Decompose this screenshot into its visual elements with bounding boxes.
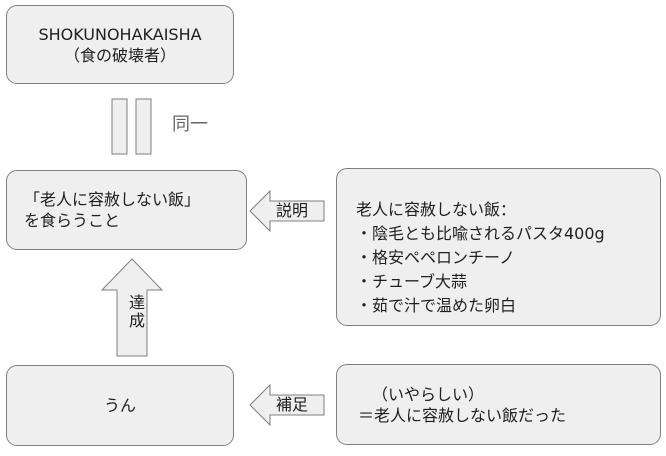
achieve-arrow-label: 達成 (124, 294, 145, 330)
goal-box-line2: を食らうこと (24, 211, 121, 230)
explain-item: ・陰毛とも比喩されるパスタ400g (356, 224, 605, 243)
top-box-line1: SHOKUNOHAKAISHA (38, 24, 202, 44)
explain-item: ・チューブ大蒜 (356, 272, 468, 291)
achieve-arrow (100, 258, 164, 357)
supplement-box: （いやらしい） ＝老人に容赦しない飯だった (336, 364, 661, 445)
explain-arrow (249, 189, 325, 233)
identity-bar-right (135, 98, 152, 155)
supplement-box-line1: （いやらしい） (372, 385, 485, 404)
result-box-text: うん (103, 396, 136, 415)
result-box: うん (6, 365, 234, 446)
top-box: SHOKUNOHAKAISHA （食の破壊者） (6, 5, 234, 84)
top-box-line2: （食の破壊者） (63, 45, 176, 65)
supplement-arrow (249, 383, 325, 427)
identity-bar-left (111, 98, 128, 155)
explain-box-title: 老人に容赦しない飯： (356, 200, 517, 219)
supplement-box-line2: ＝老人に容赦しない飯だった (358, 406, 567, 425)
goal-box: 「老人に容赦しない飯」 を食らうこと (6, 170, 247, 250)
explain-box: 老人に容赦しない飯： ・陰毛とも比喩されるパスタ400g ・格安ペペロンチーノ … (336, 168, 661, 326)
explain-item: ・格安ペペロンチーノ (356, 248, 516, 267)
identity-label: 同一 (172, 114, 208, 135)
explain-arrow-label: 説明 (276, 201, 309, 220)
explain-item: ・茹で汁で温めた卵白 (356, 296, 517, 315)
goal-box-line1: 「老人に容赦しない飯」 (24, 190, 201, 209)
achieve-arrow-label-text: 達成 (126, 294, 145, 330)
supplement-arrow-label: 補足 (276, 395, 309, 414)
